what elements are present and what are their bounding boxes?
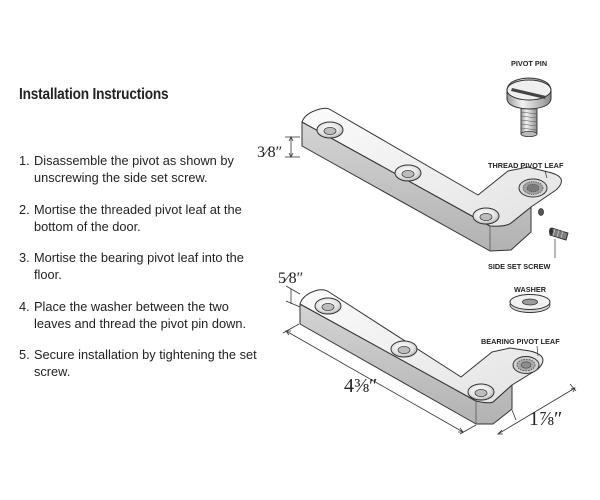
side-set-screw: [549, 227, 569, 241]
dimension-label-length: 4⅜″: [344, 375, 377, 397]
list-item: 3. Mortise the bearing pivot leaf into th…: [19, 249, 269, 283]
list-item: 2.Mortise the threaded pivot leaf at the…: [19, 201, 269, 235]
set-screw-hole: [538, 208, 544, 216]
leaf-top-face: [301, 107, 562, 227]
step-text: Place the washer between the two leaves …: [34, 298, 247, 331]
step-number: 2.: [19, 201, 30, 217]
washer-label: WASHER: [514, 285, 547, 294]
dimension-lines: [282, 136, 577, 435]
thread-pivot-leaf: [301, 107, 562, 252]
step-number: 4.: [19, 298, 30, 314]
step-number: 3.: [19, 250, 30, 265]
step-text: Mortise the threaded pivot leaf at the b…: [34, 201, 242, 234]
step-text: Secure installation by tightening the se…: [34, 347, 257, 379]
instruction-list: 1. Disassemble the pivot as shown by unsc…: [19, 152, 269, 395]
dimension-label-width: 1⅞″: [529, 408, 562, 430]
side-set-screw-label: SIDE SET SCREW: [488, 262, 551, 271]
dimension-label-bottom-thickness: 5⁄8″: [278, 270, 303, 287]
washer: [509, 294, 551, 313]
bearing-pivot-leaf: [299, 289, 544, 425]
list-item: 5. Secure installation by tightening the …: [19, 346, 269, 380]
list-item: 1. Disassemble the pivot as shown by unsc…: [19, 152, 269, 186]
step-text: Disassemble the pivot as shown by unscre…: [34, 153, 234, 185]
thread-pivot-leaf-label: THREAD PIVOT LEAF: [488, 161, 564, 170]
bearing-pivot-leaf-label: BEARING PIVOT LEAF: [481, 337, 560, 346]
list-item: 4.Place the washer between the two leave…: [19, 298, 269, 332]
step-number: 1.: [19, 153, 30, 168]
pivot-pin: [506, 77, 552, 137]
step-number: 5.: [19, 347, 30, 362]
page-title: Installation Instructions: [19, 86, 169, 103]
dimension-label-top-thickness: 3⁄8″: [257, 144, 282, 161]
pivot-pin-label: PIVOT PIN: [511, 59, 547, 68]
step-text: Mortise the bearing pivot leaf into the …: [34, 250, 244, 282]
